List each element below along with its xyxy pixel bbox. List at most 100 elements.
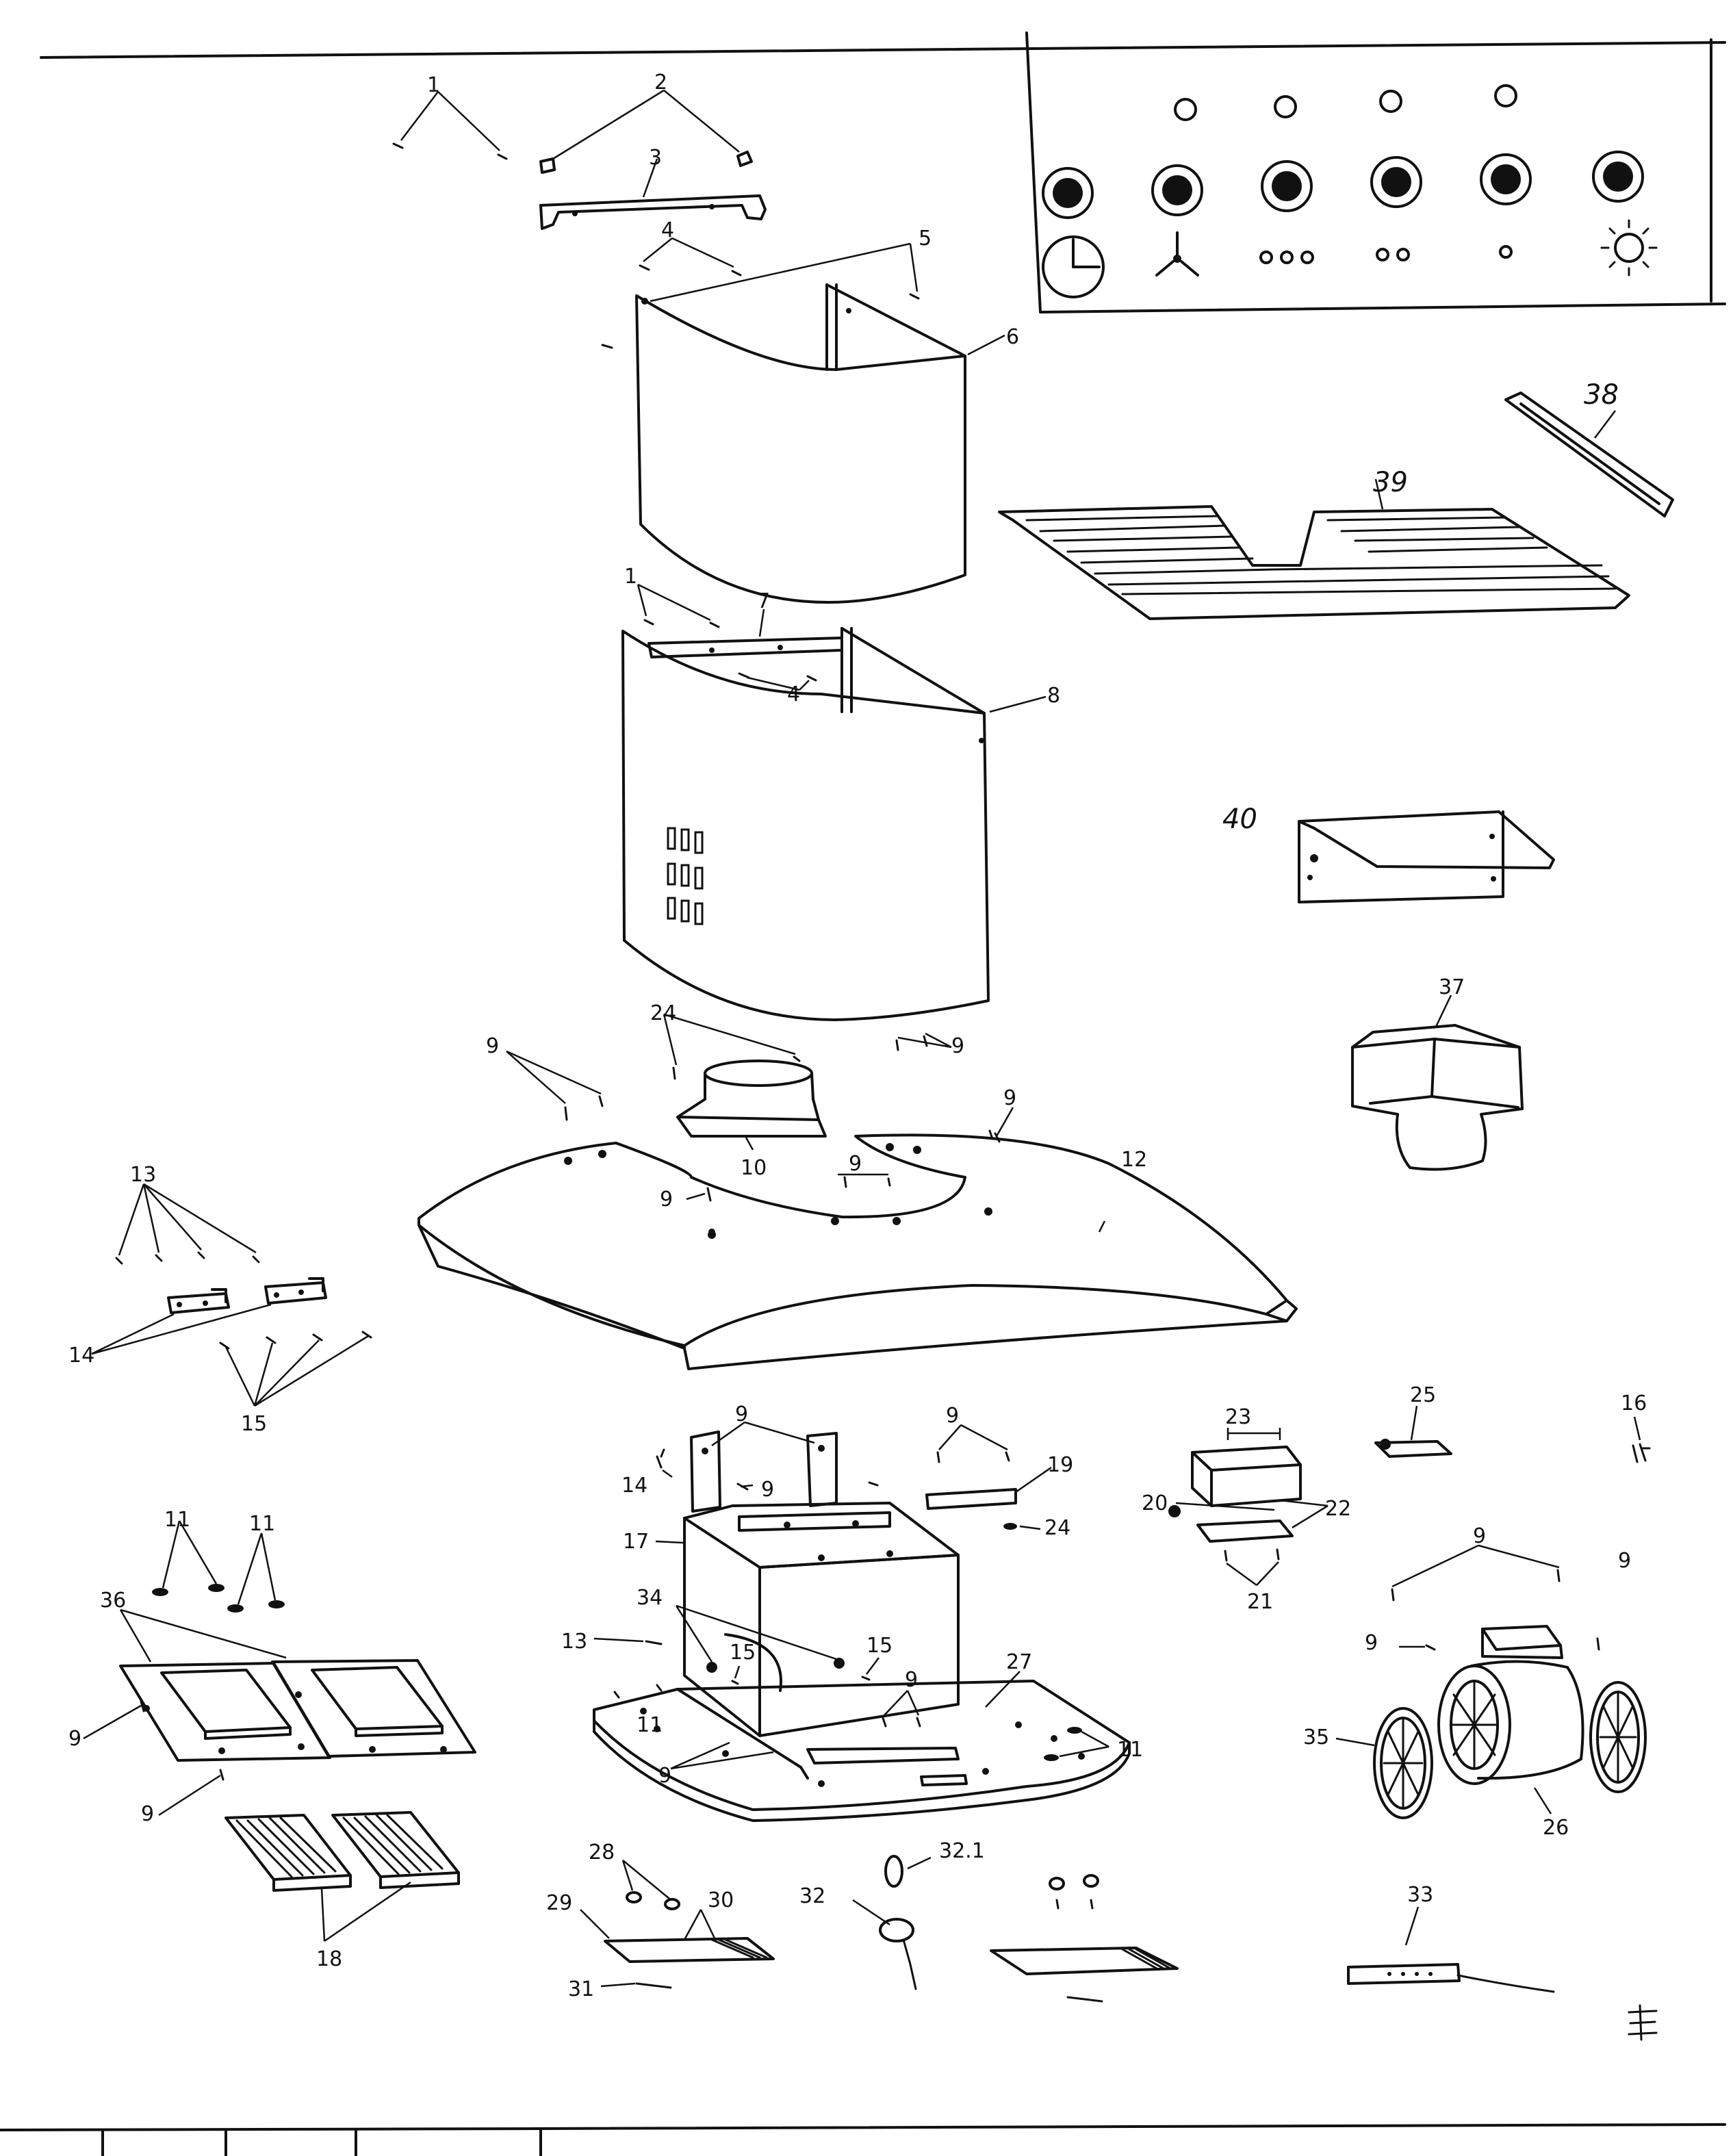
part-9-screws-base xyxy=(613,1684,921,1770)
label-9o: 9 xyxy=(141,1802,154,1826)
label-9b: 9 xyxy=(951,1034,964,1058)
hood-screw-holes xyxy=(564,1143,992,1239)
control-panel xyxy=(1025,31,1726,313)
part-14b-bracket-screw xyxy=(656,1448,673,1478)
bottom-title-block xyxy=(0,2123,1726,2156)
label-18: 18 xyxy=(316,1947,342,1971)
fan-icon xyxy=(1155,231,1199,277)
part-3-top-bracket xyxy=(539,158,767,230)
label-1b: 1 xyxy=(624,565,637,589)
part-13b-screw xyxy=(593,1637,663,1645)
label-16: 16 xyxy=(1621,1391,1647,1415)
control-buttons xyxy=(1042,151,1644,219)
second-lamp-cover xyxy=(990,1874,1179,2003)
label-3: 3 xyxy=(649,146,662,170)
label-13b: 13 xyxy=(561,1630,587,1654)
part-9-screws-motor xyxy=(711,1421,1010,1491)
part-25-switch-plate xyxy=(1374,1405,1452,1458)
part-34-fasteners xyxy=(675,1604,845,1673)
part-35-fan-wheels xyxy=(1335,1681,1647,1819)
part-33-switch-strip xyxy=(1347,1906,1555,1993)
label-9f: 9 xyxy=(735,1402,748,1426)
part-4b-screws xyxy=(738,672,817,691)
label-31: 31 xyxy=(568,1977,594,2001)
part-11a-spacers xyxy=(152,1520,285,1613)
label-39: 39 xyxy=(1373,467,1408,498)
part-16-connector xyxy=(1632,1416,1651,1463)
label-11a: 11 xyxy=(164,1508,190,1532)
label-9j: 9 xyxy=(1618,1549,1631,1573)
label-9h: 9 xyxy=(761,1478,774,1502)
part-30-lamps xyxy=(683,1909,717,1942)
part-13-screws xyxy=(115,1183,260,1265)
label-24a: 24 xyxy=(650,1001,676,1025)
label-9d: 9 xyxy=(849,1152,862,1176)
label-24b: 24 xyxy=(1044,1516,1070,1540)
part-15-screws xyxy=(219,1331,372,1407)
part-15b-screws xyxy=(731,1657,880,1685)
indicator-leds xyxy=(1174,84,1517,121)
part-1b-screws xyxy=(637,583,720,628)
part-8-lower-chimney xyxy=(621,627,1047,1021)
label-7: 7 xyxy=(757,589,770,613)
part-36-filter-frames xyxy=(119,1608,476,1762)
label-40: 40 xyxy=(1222,804,1257,835)
part-11b-spacers xyxy=(1044,1727,1109,1761)
timer-icon xyxy=(1042,235,1105,298)
label-23: 23 xyxy=(1225,1405,1251,1429)
part-27-base-plate xyxy=(593,1671,1131,1822)
label-14b: 14 xyxy=(621,1474,647,1498)
label-2: 2 xyxy=(654,70,667,94)
label-11d: 11 xyxy=(1117,1738,1143,1762)
speed-2-icon xyxy=(1376,248,1410,261)
part-1-screws xyxy=(392,91,508,160)
label-14: 14 xyxy=(68,1344,94,1368)
label-32: 32 xyxy=(799,1884,825,1908)
top-border-line xyxy=(40,41,1726,59)
label-9c: 9 xyxy=(1003,1086,1016,1110)
base-screw-holes xyxy=(640,1708,1085,1787)
label-11c: 11 xyxy=(637,1713,663,1737)
part-22-cover xyxy=(1196,1499,1328,1543)
part-31-wire xyxy=(600,1982,672,1989)
part-38-filter-handle xyxy=(1504,392,1674,517)
part-32-bulb xyxy=(852,1899,917,1990)
label-9a: 9 xyxy=(486,1034,499,1058)
label-32-1: 32.1 xyxy=(939,1839,985,1863)
speed-1-icon xyxy=(1499,245,1513,259)
label-1: 1 xyxy=(427,73,440,97)
label-28: 28 xyxy=(589,1840,615,1864)
part-9-screws-upper xyxy=(506,1032,1001,1143)
part-23-transformer xyxy=(1191,1428,1302,1507)
label-5: 5 xyxy=(919,227,932,251)
label-15b: 15 xyxy=(730,1641,756,1665)
part-21-screws xyxy=(1224,1548,1280,1587)
label-37: 37 xyxy=(1439,975,1465,999)
part-9-screws-hood xyxy=(686,1107,1014,1202)
label-27: 27 xyxy=(1006,1650,1032,1674)
part-4-screws xyxy=(639,237,742,277)
part-28-caps xyxy=(621,1860,680,1910)
label-9k: 9 xyxy=(1365,1631,1378,1655)
vent-slots xyxy=(667,827,704,925)
label-33: 33 xyxy=(1407,1883,1433,1907)
label-9e: 9 xyxy=(660,1188,673,1211)
part-9-screws-fan xyxy=(1391,1544,1600,1651)
part-29-lamp-cover xyxy=(580,1909,775,1963)
label-9n: 9 xyxy=(658,1764,671,1788)
part-18-charcoal-filters xyxy=(224,1811,460,1942)
part-24b-screw xyxy=(1003,1523,1041,1530)
label-22: 22 xyxy=(1325,1497,1351,1521)
part-40-deflector xyxy=(1298,810,1555,903)
label-25: 25 xyxy=(1410,1383,1436,1407)
label-15: 15 xyxy=(241,1412,267,1436)
part-labels: 1 2 3 4 5 6 1 7 4 8 38 39 40 37 24 9 9 9… xyxy=(68,70,1647,2001)
part-37-duct-adapter xyxy=(1351,994,1524,1171)
label-11b: 11 xyxy=(249,1512,275,1536)
part-7-inner-bracket xyxy=(647,608,843,658)
label-10: 10 xyxy=(741,1156,767,1180)
label-17: 17 xyxy=(623,1530,649,1554)
label-9m: 9 xyxy=(905,1668,918,1692)
part-6-upper-chimney xyxy=(635,283,1005,604)
